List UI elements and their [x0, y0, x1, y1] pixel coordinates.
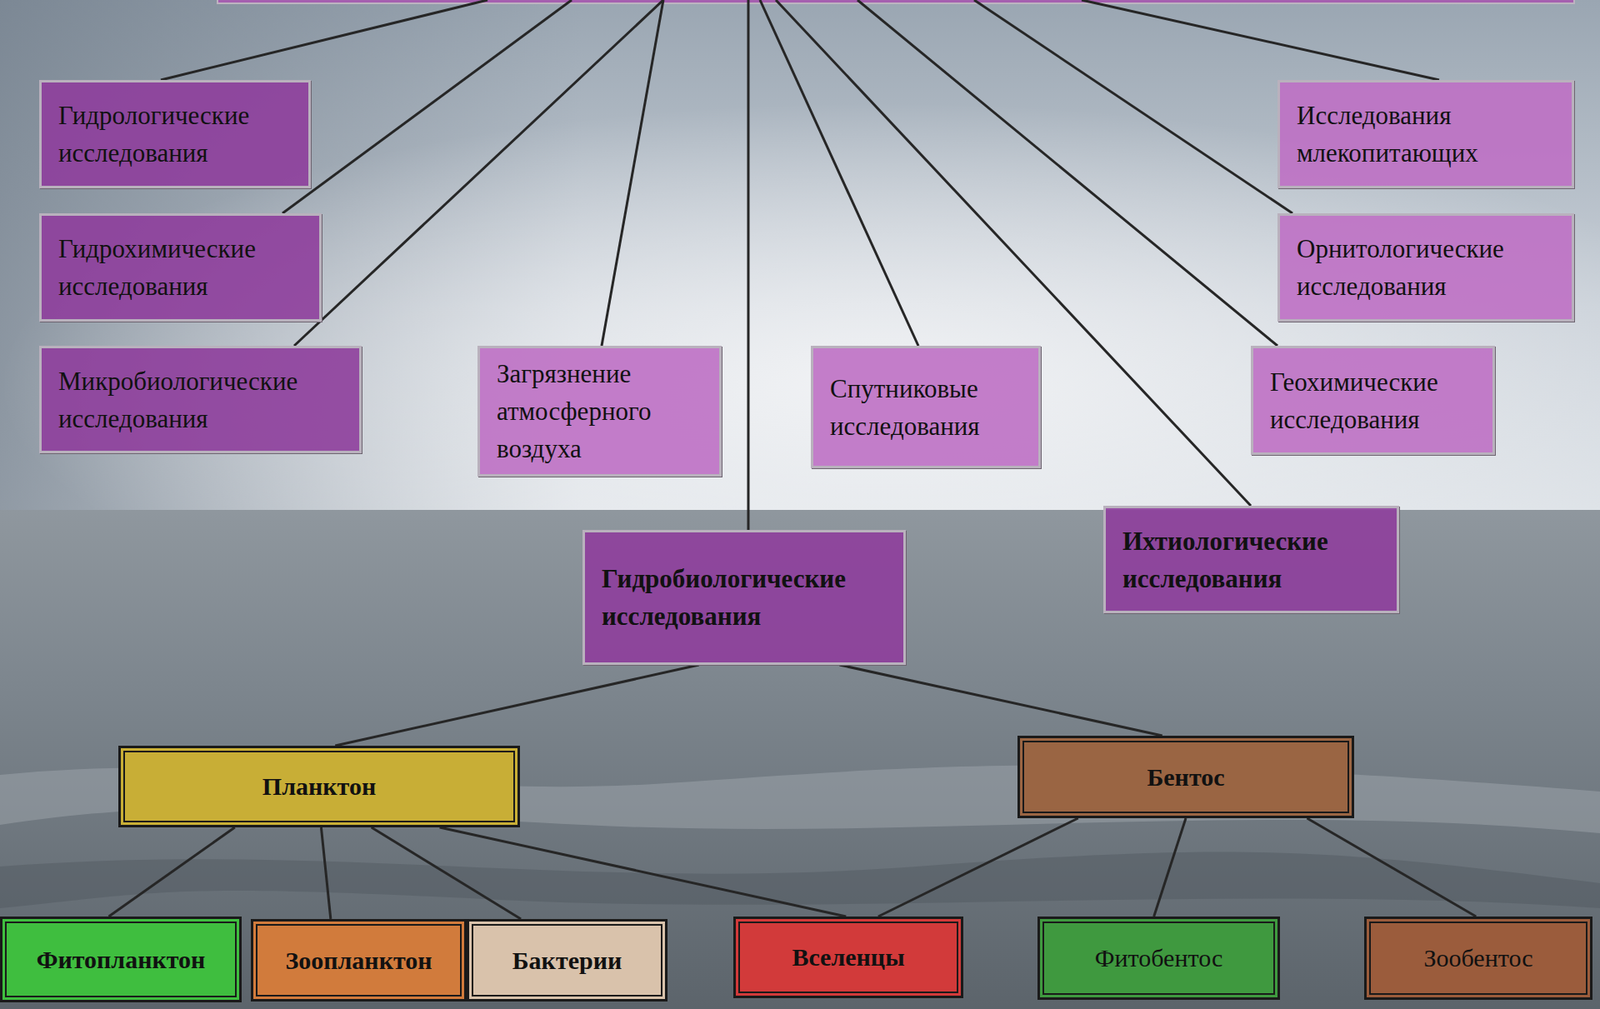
box-label: Бактерии [512, 945, 622, 976]
box-label: Вселенцы [791, 942, 905, 973]
box-label: Ихтиологические исследования [1122, 522, 1385, 598]
box-label: Зообентос [1423, 943, 1533, 974]
box-label: Фитопланктон [36, 945, 206, 975]
box-label: Зоопланктон [285, 945, 432, 976]
research-box: Ихтиологические исследования [1103, 505, 1400, 614]
box-label: Гидробиологические исследования [601, 560, 892, 635]
research-box: Гидрологические исследования [39, 80, 311, 189]
category-box: Бактерии [466, 919, 668, 1002]
box-label: Фитобентос [1095, 943, 1224, 974]
connector-line [839, 665, 1162, 736]
category-box: Фитопланктон [0, 916, 242, 1003]
category-box: Зоопланктон [250, 919, 467, 1002]
research-box: Геохимические исследования [1250, 345, 1495, 455]
box-label: Исследования млекопитающих [1296, 96, 1560, 172]
group-box: Бентос [1017, 735, 1355, 819]
research-box: Исследования млекопитающих [1277, 80, 1575, 189]
connector-line [878, 818, 1079, 917]
research-box: Спутниковые исследования [810, 345, 1041, 469]
group-box: Планктон [118, 745, 520, 828]
connector-line [1306, 818, 1476, 917]
box-label: Орнитологические исследования [1296, 230, 1560, 305]
research-box: Гидробиологические исследования [582, 530, 906, 665]
research-box: Гидрохимические исследования [39, 213, 322, 322]
box-label: Спутниковые исследования [830, 370, 1027, 445]
connector-line [1154, 818, 1186, 917]
box-label: Загрязнение атмосферного воздуха [496, 355, 708, 468]
connector-line [320, 827, 330, 920]
research-box: Загрязнение атмосферного воздуха [477, 345, 722, 477]
box-label: Бентос [1146, 762, 1225, 793]
connector-line [335, 665, 699, 746]
box-label: Планктон [262, 771, 376, 802]
box-label: Микробиологические исследования [58, 362, 348, 438]
box-label: Гидрохимические исследования [58, 230, 308, 305]
category-box: Фитобентос [1037, 916, 1280, 1000]
research-box: Микробиологические исследования [39, 345, 362, 454]
research-box: Орнитологические исследования [1277, 213, 1575, 322]
box-label: Геохимические исследования [1270, 363, 1481, 439]
category-box: Вселенцы [733, 916, 964, 999]
connector-line [440, 827, 847, 917]
box-label: Гидрологические исследования [58, 96, 297, 172]
connector-line [109, 827, 235, 917]
category-box: Зообентос [1364, 916, 1593, 1000]
